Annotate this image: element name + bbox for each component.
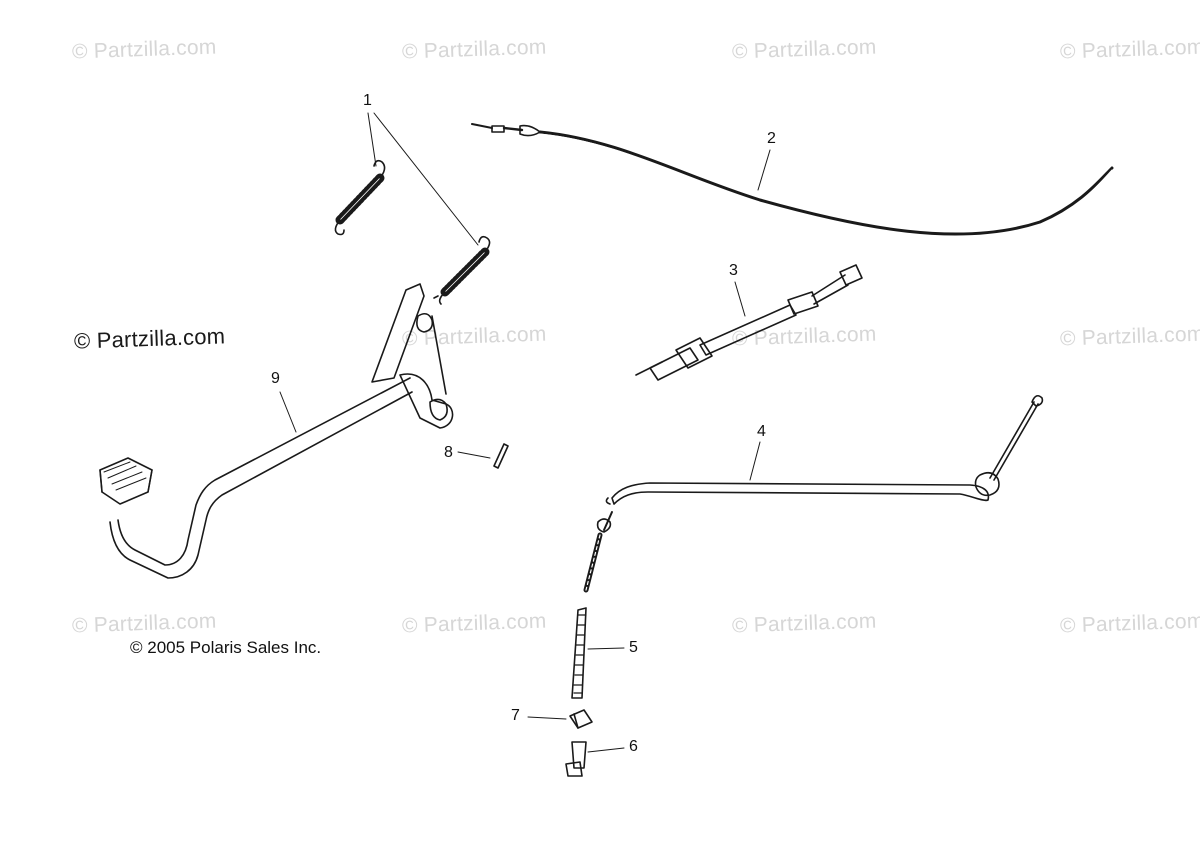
callout-4-leader	[749, 441, 761, 481]
clevis-6	[565, 741, 587, 777]
spring-upper	[334, 159, 386, 236]
callout-8-leader	[457, 451, 491, 459]
callout-5: 5	[629, 639, 638, 656]
spring-lower	[433, 235, 491, 305]
callout-1: 1	[363, 92, 372, 109]
callout-6: 6	[629, 738, 638, 755]
cotter-pin-8	[493, 443, 509, 469]
threaded-rod-5	[571, 607, 587, 699]
callout-3: 3	[729, 262, 738, 279]
callout-2: 2	[767, 130, 776, 147]
cable-2	[471, 123, 1114, 238]
callout-6-leader	[587, 747, 625, 753]
callout-3-leader	[734, 281, 746, 317]
callout-1-leader-a	[367, 112, 377, 167]
callout-9: 9	[271, 370, 280, 387]
rod-4	[583, 394, 1044, 593]
nut-7	[569, 709, 593, 729]
copyright-text: © 2005 Polaris Sales Inc.	[130, 638, 322, 657]
callout-8: 8	[444, 444, 453, 461]
callout-9-leader	[279, 391, 297, 433]
brake-pedal-9	[99, 283, 454, 579]
rod-3	[635, 264, 863, 381]
callout-7: 7	[511, 707, 520, 724]
callout-2-leader	[757, 149, 771, 191]
callout-4: 4	[757, 423, 766, 440]
callout-1-leader-b	[373, 112, 479, 246]
callout-7-leader	[527, 716, 567, 720]
callout-5-leader	[587, 647, 625, 650]
